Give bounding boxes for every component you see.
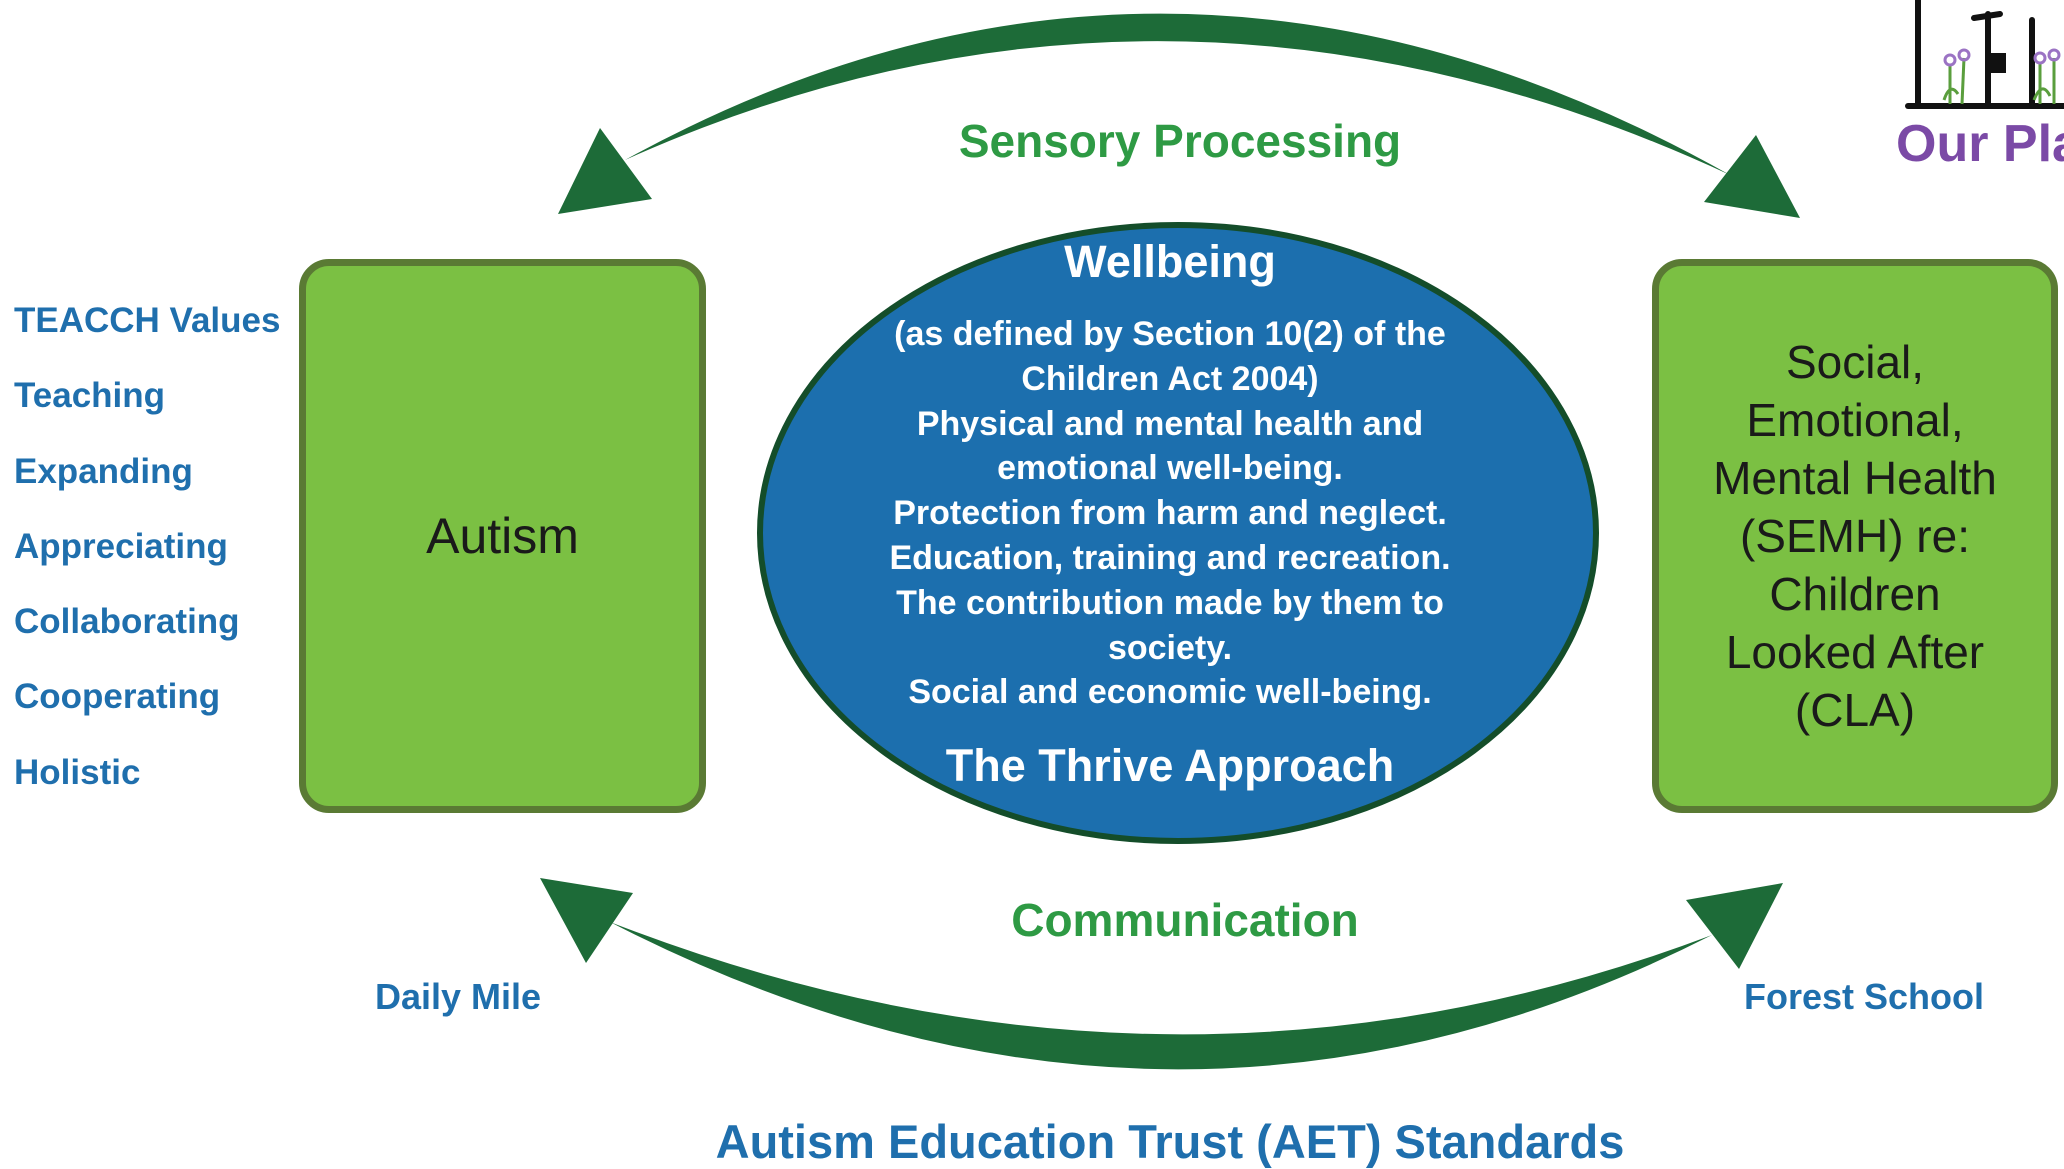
teacch-values-list: TEACCH Values Teaching Expanding Appreci… xyxy=(14,294,280,821)
teacch-item: Collaborating xyxy=(14,602,240,642)
forest-school-label: Forest School xyxy=(1744,976,1985,1017)
wellbeing-definition: (as defined by Section 10(2) of the Chil… xyxy=(780,312,1560,715)
semh-box-text: Social, Emotional, Mental Health (SEMH) … xyxy=(1713,333,1997,739)
logo-house-icon xyxy=(1905,0,2064,109)
wellbeing-line: (as defined by Section 10(2) of the xyxy=(894,315,1446,353)
teacch-item: Cooperating xyxy=(14,677,221,717)
logo-flowers-icon xyxy=(1942,48,2061,105)
teacch-item: Teaching xyxy=(14,376,166,416)
wellbeing-line: Children Act 2004) xyxy=(1021,359,1319,398)
wellbeing-line: The contribution made by them to xyxy=(896,583,1444,622)
daily-mile-label: Daily Mile xyxy=(375,976,542,1017)
teacch-item: Expanding xyxy=(14,451,193,491)
communication-label: Communication xyxy=(1011,894,1359,946)
teacch-heading: TEACCH Values xyxy=(14,301,281,340)
autism-box: Autism xyxy=(299,259,706,813)
wellbeing-line: Social and economic well-being. xyxy=(908,673,1432,712)
aet-standards-label: Autism Education Trust (AET) Standards xyxy=(715,1115,1625,1168)
semh-line: Emotional, xyxy=(1746,394,1964,446)
sensory-processing-label: Sensory Processing xyxy=(958,115,1402,167)
teacch-item: Appreciating xyxy=(14,526,228,566)
wellbeing-line: Physical and mental health and xyxy=(916,404,1424,443)
bottom-arrow-left-head xyxy=(540,878,633,963)
top-arrow-left-head xyxy=(558,128,652,214)
wellbeing-line: society. xyxy=(1107,628,1233,667)
top-arrow-shaft xyxy=(625,13,1730,175)
wellbeing-line: Education, training and recreation. xyxy=(889,538,1451,577)
wellbeing-line: Protection from harm and neglect. xyxy=(893,494,1447,533)
teacch-item: Holistic xyxy=(14,752,141,792)
wellbeing-title: Wellbeing xyxy=(1064,236,1276,287)
semh-line: Mental Health xyxy=(1713,452,1997,504)
top-arrow-right-head xyxy=(1704,135,1800,218)
semh-line: Social, xyxy=(1785,336,1925,388)
semh-line: Looked After xyxy=(1725,626,1985,678)
wellbeing-ellipse xyxy=(757,222,1599,844)
semh-box: Social, Emotional, Mental Health (SEMH) … xyxy=(1652,259,2058,813)
thrive-approach-label: The Thrive Approach xyxy=(945,740,1395,791)
logo-text: Our Pla xyxy=(1896,115,2064,173)
semh-line: (SEMH) re: xyxy=(1739,510,1970,562)
semh-line: Children xyxy=(1769,568,1941,620)
wellbeing-line: emotional well-being. xyxy=(997,449,1343,488)
bottom-arrow-right-head xyxy=(1686,883,1783,969)
autism-box-label: Autism xyxy=(426,508,579,564)
semh-line: (CLA) xyxy=(1794,684,1916,736)
bottom-arrow-shaft xyxy=(610,922,1712,1070)
